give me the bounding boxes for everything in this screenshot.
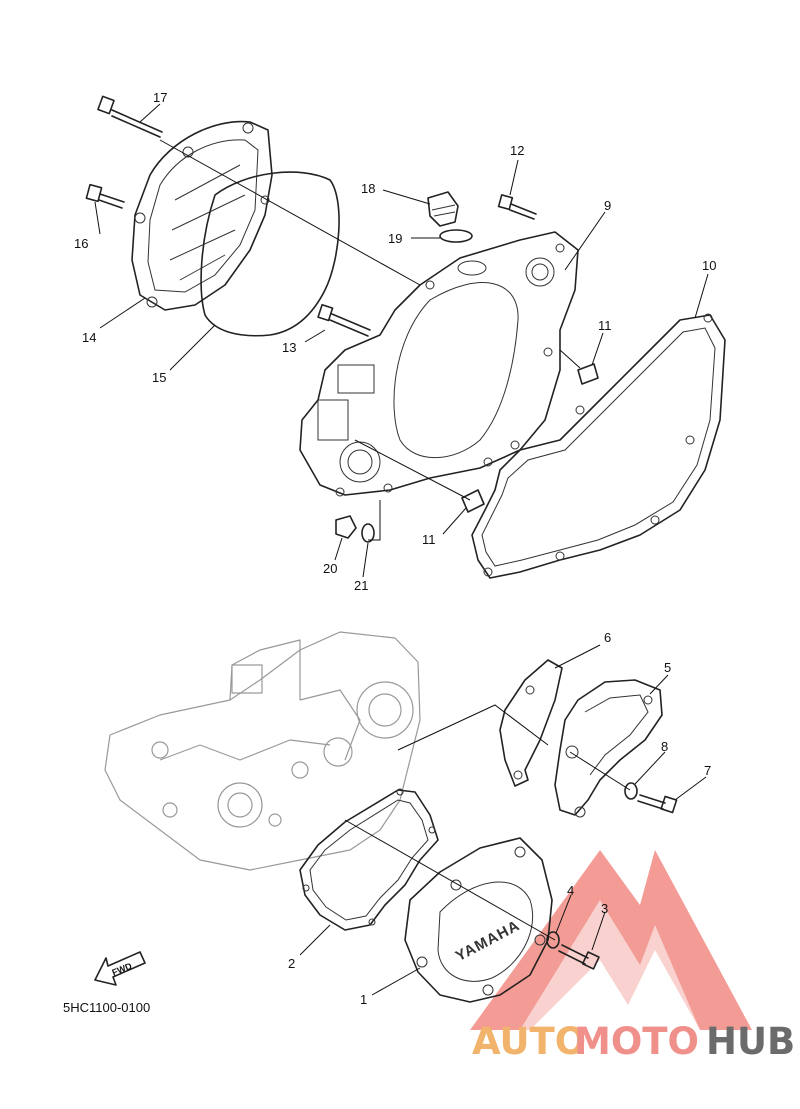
crankcase-cover-9: [299, 231, 579, 497]
watermark-hub: HUB: [706, 1020, 795, 1063]
callout-8: 8: [661, 739, 668, 754]
callout-numbers: 1 2 3 4 5 6 7 8 9 10 11 11 12 13 14 15 1…: [74, 90, 716, 1007]
callout-7: 7: [704, 763, 711, 778]
callout-1: 1: [360, 992, 367, 1007]
bolt-12: [497, 194, 537, 220]
generator-cover-1: [404, 837, 553, 1003]
callout-16: 16: [74, 236, 88, 251]
callout-20: 20: [323, 561, 337, 576]
washer-4: [546, 931, 560, 949]
callout-10: 10: [702, 258, 716, 273]
guard-plate-6: [499, 659, 563, 787]
fwd-arrow-icon: [94, 951, 146, 986]
gasket-15: [200, 171, 340, 337]
callout-15: 15: [152, 370, 166, 385]
watermark-auto: AUTO: [472, 1020, 586, 1063]
bolt-17: [97, 95, 163, 138]
bolt-13: [317, 303, 371, 337]
bolt-7: [637, 794, 678, 814]
callout-18: 18: [361, 181, 375, 196]
callout-12: 12: [510, 143, 524, 158]
callout-6: 6: [604, 630, 611, 645]
bolt-3: [558, 944, 600, 970]
oil-plug-18: [427, 191, 459, 227]
callout-13: 13: [282, 340, 296, 355]
sprocket-guide-5: [554, 679, 663, 818]
gasket-10: [471, 313, 726, 579]
callout-leaders: [94, 103, 709, 996]
reference-code: 5HC1100-0100: [63, 1000, 150, 1015]
callout-5: 5: [664, 660, 671, 675]
callout-21: 21: [354, 578, 368, 593]
dowel-11-upper: [577, 363, 599, 385]
watermark-wordmark: AUTO MOTO HUB: [472, 1020, 795, 1063]
callout-11-upper: 11: [598, 318, 612, 333]
callout-3: 3: [601, 901, 608, 916]
callout-9: 9: [604, 198, 611, 213]
watermark-moto: MOTO: [574, 1020, 699, 1063]
callout-14: 14: [82, 330, 96, 345]
crankcase-ghost: [104, 631, 421, 871]
callout-2: 2: [288, 956, 295, 971]
watermark-logo: [470, 850, 752, 1030]
washer-21: [361, 523, 375, 543]
cover-brand-text: YAMAHA: [453, 917, 523, 965]
washer-8: [624, 782, 638, 800]
callout-19: 19: [388, 231, 402, 246]
o-ring-19: [439, 229, 473, 243]
callout-17: 17: [153, 90, 167, 105]
assembly-lines-top: [159, 139, 581, 541]
drain-bolt-20: [335, 515, 357, 539]
callout-11-lower: 11: [422, 532, 436, 547]
callout-4: 4: [567, 883, 574, 898]
assembly-lines-bottom: [344, 704, 631, 941]
dowel-11-lower: [461, 489, 485, 513]
gasket-2: [299, 788, 439, 931]
bolt-16: [85, 183, 125, 209]
outer-cover-14: [131, 120, 273, 311]
